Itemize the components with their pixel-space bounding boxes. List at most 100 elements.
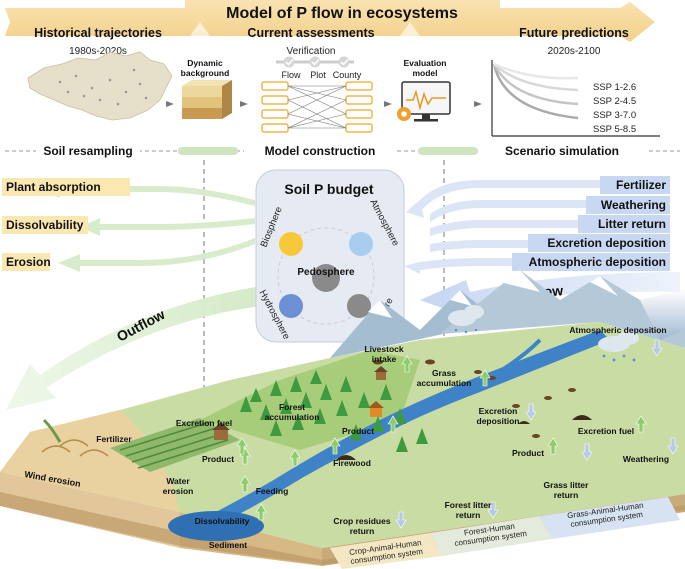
label-grass-litter-return-1: Grass litter bbox=[544, 480, 590, 490]
label-forest-litter-return-1: Forest litter bbox=[445, 500, 492, 510]
method-model-construction: Model construction bbox=[265, 144, 376, 158]
label-excretion-deposition-1: Excretion bbox=[479, 406, 518, 416]
outflow-big-arrow bbox=[6, 286, 262, 410]
landscape-block bbox=[0, 270, 685, 566]
evaluation-model-line1: Evaluation bbox=[404, 58, 447, 68]
method-scenario-simulation: Scenario simulation bbox=[505, 144, 619, 158]
system-strip-forest bbox=[430, 516, 552, 556]
down-arrow-icons bbox=[395, 339, 679, 529]
cloud-icon bbox=[448, 305, 639, 352]
system-strip-grass bbox=[540, 497, 680, 539]
budget-title: Soil P budget bbox=[284, 181, 374, 197]
pedosphere-circle bbox=[312, 264, 340, 292]
inflow-litter-return: Litter return bbox=[598, 217, 666, 231]
map-sample-points bbox=[58, 68, 148, 106]
inflow-excretion-deposition: Excretion deposition bbox=[547, 236, 666, 250]
label-weathering: Weathering bbox=[623, 454, 669, 464]
evaluation-model-line2: model bbox=[412, 68, 437, 78]
river bbox=[200, 330, 610, 526]
label-forest-accumulation-1: Forest bbox=[279, 402, 305, 412]
dung-piles bbox=[336, 415, 592, 460]
label-forest-accumulation-2: accumulation bbox=[265, 412, 320, 422]
check-icons bbox=[276, 56, 354, 68]
erosion-arrow bbox=[42, 418, 62, 443]
inflow-fertilizer: Fertilizer bbox=[616, 178, 666, 192]
system-strip-crop bbox=[330, 533, 442, 569]
verification-plot: Plot bbox=[310, 70, 326, 80]
sphere-pedosphere: Pedosphere bbox=[297, 267, 355, 278]
label-firewood: Firewood bbox=[333, 458, 371, 468]
rain-drops bbox=[454, 328, 636, 362]
label-forest-litter-return-2: return bbox=[456, 510, 481, 520]
label-water-erosion-2: erosion bbox=[163, 486, 194, 496]
dynamic-background-line2: background bbox=[181, 68, 230, 78]
inflow-atmospheric-deposition: Atmospheric deposition bbox=[529, 255, 666, 269]
label-excretion-fuel-left: Excretion fuel bbox=[176, 418, 232, 428]
label-crop-residues-return-1: Crop residues bbox=[333, 516, 390, 526]
soil-layers-icon bbox=[182, 80, 232, 119]
ssp-label-1: SSP 1-2.6 bbox=[593, 82, 636, 93]
label-product-mid: Product bbox=[342, 426, 374, 436]
hydrosphere-circle bbox=[279, 294, 303, 318]
sediment-pool bbox=[168, 511, 264, 541]
wind-icon bbox=[41, 439, 109, 457]
figure-title: Model of P flow in ecosystems bbox=[226, 5, 458, 22]
monitor-icon bbox=[401, 81, 451, 122]
soil-p-budget-panel bbox=[255, 169, 405, 343]
verification-label: Verification bbox=[287, 46, 336, 57]
label-atmospheric-deposition: Atmospheric deposition bbox=[569, 325, 666, 335]
historical-period: 1980s-2020s bbox=[69, 46, 127, 57]
houses bbox=[212, 366, 388, 440]
header-banner bbox=[5, 0, 655, 50]
model-network-icon bbox=[261, 81, 373, 133]
label-livestock-intake-2: intake bbox=[372, 354, 397, 364]
ssp-label-4: SSP 5-8.5 bbox=[593, 124, 636, 135]
livestock bbox=[373, 359, 576, 438]
label-grass-litter-return-2: return bbox=[554, 490, 579, 500]
arrow-icon bbox=[474, 101, 482, 107]
label-grass-accumulation-2: accumulation bbox=[417, 378, 472, 388]
ssp-label-3: SSP 3-7.0 bbox=[593, 110, 636, 121]
method-soil-resampling: Soil resampling bbox=[43, 144, 132, 158]
ssp-label-2: SSP 2-4.5 bbox=[593, 96, 636, 107]
label-dissolvability: Dissolvability bbox=[195, 516, 250, 526]
inflow-arrows bbox=[404, 180, 600, 274]
verification-county: County bbox=[333, 70, 362, 80]
label-product-right: Product bbox=[512, 448, 544, 458]
label-livestock-intake-1: Livestock bbox=[364, 344, 403, 354]
up-arrow-icons bbox=[236, 355, 647, 521]
label-feeding: Feeding bbox=[256, 486, 289, 496]
lithosphere-circle bbox=[347, 294, 371, 318]
label-crop-residues-return-2: return bbox=[350, 526, 375, 536]
stage-future: Future predictions bbox=[519, 26, 629, 40]
dynamic-background-line1: Dynamic bbox=[187, 58, 223, 68]
gear-icon bbox=[397, 107, 411, 121]
forest-trees bbox=[240, 370, 428, 452]
arrow-icon bbox=[166, 101, 174, 107]
crop-field bbox=[119, 421, 229, 469]
arrow-icon bbox=[240, 101, 248, 107]
outflow-dissolvability: Dissolvability bbox=[6, 218, 84, 232]
ssp-projection-chart bbox=[491, 60, 660, 137]
outflow-plant-absorption: Plant absorption bbox=[6, 180, 101, 194]
stage-current: Current assessments bbox=[247, 26, 374, 40]
arrow-icon bbox=[384, 101, 392, 107]
china-map-icon bbox=[27, 51, 173, 121]
future-period: 2020s-2100 bbox=[548, 46, 601, 57]
label-water-erosion-1: Water bbox=[166, 476, 190, 486]
label-grass-accumulation-1: Grass bbox=[432, 368, 456, 378]
label-product-left: Product bbox=[202, 454, 234, 464]
atmosphere-circle bbox=[349, 232, 373, 256]
biosphere-circle bbox=[279, 232, 303, 256]
label-fertilizer: Fertilizer bbox=[96, 434, 132, 444]
label-excretion-deposition-2: deposition bbox=[477, 416, 520, 426]
outflow-erosion: Erosion bbox=[6, 255, 51, 269]
label-sediment: Sediment bbox=[209, 540, 247, 550]
label-excretion-fuel-right: Excretion fuel bbox=[578, 426, 634, 436]
verification-flow: Flow bbox=[281, 70, 301, 80]
stage-historical: Historical trajectories bbox=[34, 26, 162, 40]
inflow-weathering: Weathering bbox=[601, 198, 666, 212]
model-connections bbox=[287, 85, 347, 129]
